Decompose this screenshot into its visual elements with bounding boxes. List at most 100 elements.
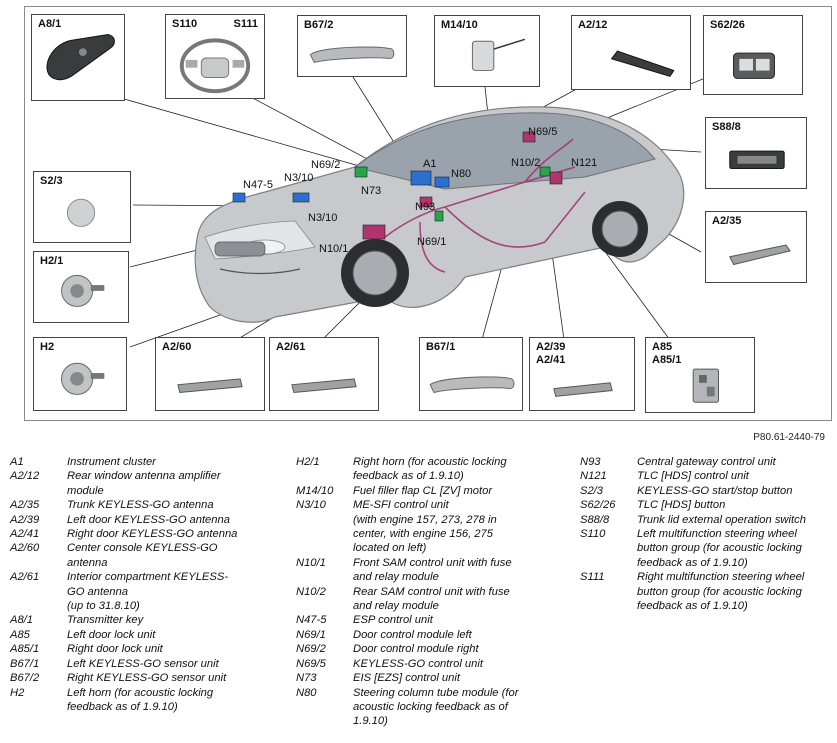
- legend-code: A1: [10, 456, 24, 468]
- box-b67-2: B67/2: [297, 15, 407, 77]
- legend-description: Right multifunction steering wheel butto…: [637, 571, 805, 613]
- door-lock-icon: [692, 368, 719, 403]
- legend-code: B67/2: [10, 672, 40, 685]
- legend-row: A2/60 Center console KEYLESS-GO antenna: [10, 541, 280, 570]
- box-a2-39-a2-41: A2/39 A2/41: [529, 337, 635, 411]
- box-a2-61: A2/61: [269, 337, 379, 411]
- legend-description: Left multifunction steering wheel button…: [637, 528, 802, 569]
- legend-description: Right KEYLESS-GO sensor unit: [67, 672, 227, 685]
- legend-code: N69/1: [296, 628, 326, 641]
- legend-code: S111: [580, 571, 605, 584]
- legend-code: N69/2: [296, 643, 326, 656]
- legend-code: A2/60: [10, 542, 40, 555]
- legend-code: N47-5: [296, 614, 327, 627]
- legend-code: H2/1: [296, 456, 320, 468]
- box-label: S62/26: [710, 19, 745, 31]
- steering-wheel-icon: [179, 38, 251, 94]
- legend-description: Front SAM control unit with fuse and rel…: [353, 556, 512, 584]
- legend-row: A8/1 Transmitter key: [10, 613, 280, 627]
- callout-n10-2: N10/2: [511, 157, 541, 169]
- door-handle-icon: [429, 376, 515, 394]
- legend-description: Door control module right: [353, 643, 479, 656]
- antenna-icon: [177, 378, 243, 394]
- legend-description: Center console KEYLESS-GO antenna: [67, 542, 218, 569]
- callout-n3-10-mid: N3/10: [308, 212, 338, 224]
- legend-description: Rear window antenna amplifier module: [67, 470, 221, 497]
- legend-code: N93: [580, 456, 601, 468]
- legend-code: N69/5: [296, 657, 326, 670]
- antenna-icon: [553, 382, 613, 397]
- legend-description: ME-SFI control unit (with engine 157, 27…: [353, 499, 497, 555]
- callout-a1: A1: [423, 158, 437, 170]
- flap-motor-icon: [471, 38, 526, 71]
- legend-code: N10/2: [296, 585, 326, 598]
- box-b67-1: B67/1: [419, 337, 523, 411]
- legend-code: N121: [580, 470, 607, 483]
- callout-n93: N93: [415, 201, 436, 213]
- box-label: A85 A85/1: [652, 341, 682, 366]
- box-label: A2/12: [578, 19, 608, 31]
- legend-row: N10/2 Rear SAM control unit with fuse and…: [296, 585, 576, 614]
- callout-n121: N121: [571, 157, 598, 169]
- legend-row: A2/61 Interior compartment KEYLESS- GO an…: [10, 570, 280, 613]
- horn-icon: [61, 362, 105, 395]
- box-label: A2/35: [712, 215, 742, 227]
- box-s88-8: S88/8: [705, 117, 807, 189]
- callout-n69-5: N69/5: [528, 126, 558, 138]
- legend-description: Trunk KEYLESS-GO antenna: [67, 499, 214, 512]
- legend-row: B67/2 Right KEYLESS-GO sensor unit: [10, 671, 280, 685]
- legend-description: KEYLESS-GO start/stop button: [637, 484, 793, 497]
- box-a2-60: A2/60: [155, 337, 265, 411]
- legend-description: Interior compartment KEYLESS- GO antenna…: [67, 571, 229, 613]
- legend-description: Right door KEYLESS-GO antenna: [67, 528, 238, 541]
- legend-row: S111 Right multifunction steering wheel b…: [580, 570, 832, 613]
- legend-description: Rear SAM control unit with fuse and rela…: [353, 585, 510, 613]
- box-label: S88/8: [712, 121, 741, 133]
- legend-code: A85/1: [10, 643, 40, 656]
- legend-row: A2/41 Right door KEYLESS-GO antenna: [10, 527, 280, 541]
- legend-description: Left door lock unit: [67, 628, 156, 641]
- box-label: A2/61: [276, 341, 306, 353]
- callout-n69-2: N69/2: [311, 159, 341, 171]
- box-a85-a85-1: A85 A85/1: [645, 337, 755, 413]
- callout-n73: N73: [361, 185, 382, 197]
- legend-code: A8/1: [10, 614, 34, 627]
- legend-code: H2: [10, 686, 25, 699]
- legend-description: TLC [HDS] control unit: [637, 470, 749, 483]
- legend-row: N93 Central gateway control unit: [580, 455, 832, 469]
- box-a8-1: A8/1: [31, 14, 125, 101]
- legend-description: Fuel filler flap CL [ZV] motor: [353, 484, 493, 497]
- legend-row: H2 Left horn (for acoustic locking feedba…: [10, 686, 280, 715]
- legend-code: A2/41: [10, 528, 40, 541]
- legend-description: Central gateway control unit: [637, 456, 776, 468]
- legend-description: Transmitter key: [67, 614, 144, 627]
- callout-n80: N80: [451, 168, 472, 180]
- box-h2-1: H2/1: [33, 251, 129, 323]
- component-markers: [232, 131, 563, 240]
- wiring-harness: [384, 138, 586, 273]
- legend-description: Trunk lid external operation switch: [637, 513, 806, 526]
- callout-n47-5: N47-5: [243, 179, 273, 191]
- legend-row: N69/1 Door control module left: [296, 628, 576, 642]
- legend-description: Left KEYLESS-GO sensor unit: [67, 657, 219, 670]
- box-label: M14/10: [441, 19, 478, 31]
- legend-description: Door control module left: [353, 628, 472, 641]
- legend-description: ESP control unit: [353, 614, 433, 627]
- legend-code: A2/61: [10, 571, 40, 584]
- legend-description: Left horn (for acoustic locking feedback…: [67, 686, 214, 713]
- box-m14-10: M14/10: [434, 15, 540, 87]
- legend-code: N73: [296, 672, 317, 685]
- legend-description: Left door KEYLESS-GO antenna: [67, 513, 230, 526]
